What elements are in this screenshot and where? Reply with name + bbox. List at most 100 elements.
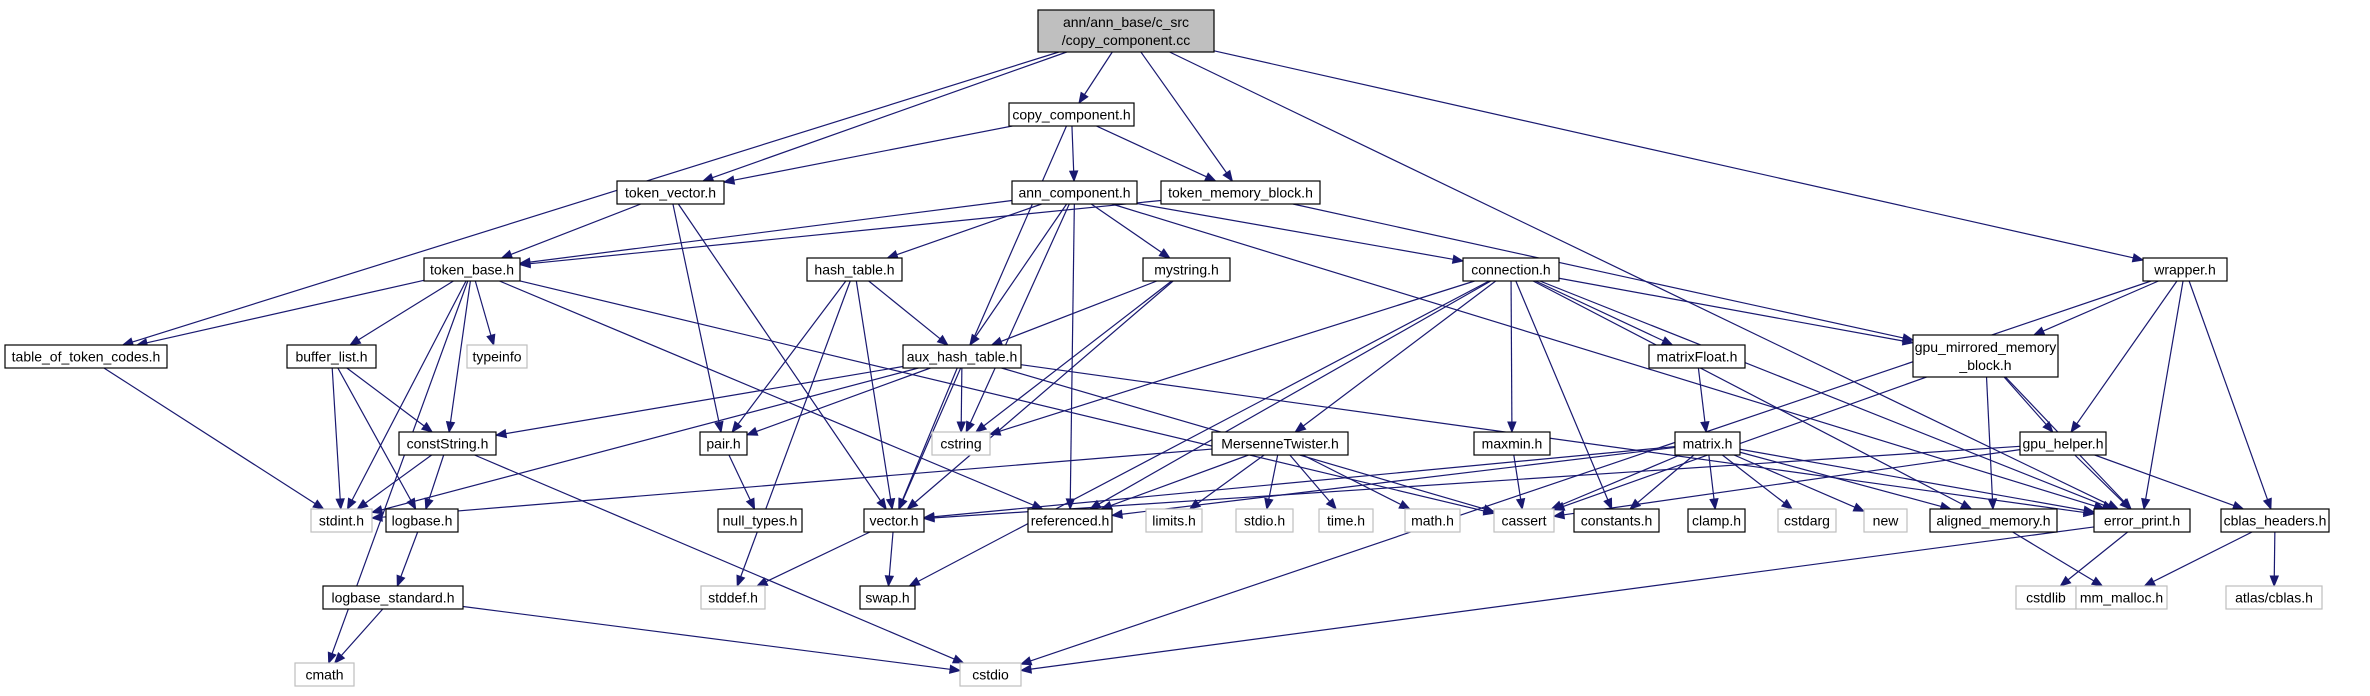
node-box (2075, 585, 2168, 610)
node-constString_h[interactable]: constString.h (398, 431, 497, 456)
edge-MersenneTwister_h-to-stdio_h (1264, 454, 1279, 511)
edge-mystring_h-to-cstring (974, 280, 1172, 433)
edge-line (381, 367, 919, 511)
node-table_of_token_codes_h[interactable]: table_of_token_codes.h (4, 344, 168, 369)
node-buffer_list_h[interactable]: buffer_list.h (286, 344, 377, 369)
edge-aux_hash_table_h-to-cstring (956, 367, 966, 434)
node-box (2093, 508, 2191, 533)
edge-line (728, 454, 751, 501)
node-label: token_vector.h (625, 185, 716, 201)
node-gpu_mirrored_memory_block_h[interactable]: gpu_mirrored_memory_block.h (1912, 334, 2059, 378)
node-referenced_h[interactable]: referenced.h (1027, 508, 1113, 533)
arrowhead-icon (1398, 500, 1411, 510)
node-label: mm_malloc.h (2080, 590, 2163, 606)
arrowhead-icon (2059, 575, 2072, 587)
arrowhead-icon (2090, 576, 2104, 587)
node-copy_component_cc[interactable]: ann/ann_base/c_src/copy_component.cc (1037, 9, 1215, 53)
node-label: gpu_helper.h (2023, 436, 2104, 452)
arrowhead-icon (518, 257, 532, 267)
node-label: error_print.h (2104, 513, 2180, 529)
node-token_memory_block_h[interactable]: token_memory_block.h (1160, 180, 1321, 205)
edge-line (1020, 364, 2085, 514)
node-box (466, 344, 528, 369)
node-maxmin_h[interactable]: maxmin.h (1473, 431, 1551, 456)
node-ann_component_h[interactable]: ann_component.h (1011, 180, 1138, 205)
node-matrixFloat_h[interactable]: matrixFloat.h (1648, 344, 1746, 369)
arrowhead-icon (1188, 498, 1202, 510)
edge-line (933, 445, 2021, 519)
edge-line (1169, 51, 2110, 506)
node-hash_table_h[interactable]: hash_table.h (806, 257, 903, 282)
node-cstring: cstring (931, 431, 991, 456)
node-cmath: cmath (294, 662, 355, 687)
node-aligned_memory_h[interactable]: aligned_memory.h (1929, 508, 2058, 533)
edge-line (337, 367, 412, 501)
arrowhead-icon (1158, 248, 1171, 259)
edge-error_print_h-to-cstdlib (2059, 531, 2129, 587)
node-label: cassert (1501, 513, 1546, 529)
node-error_print_h[interactable]: error_print.h (2093, 508, 2191, 533)
node-matrix_h[interactable]: matrix.h (1674, 431, 1741, 456)
node-clamp_h[interactable]: clamp.h (1687, 508, 1746, 533)
arrowhead-icon (736, 574, 746, 588)
node-box (310, 508, 373, 533)
edge-line (1739, 448, 2085, 511)
node-MersenneTwister_h[interactable]: MersenneTwister.h (1211, 431, 1349, 456)
node-box (717, 508, 803, 533)
node-time_h: time.h (1318, 508, 1374, 533)
node-aux_hash_table_h[interactable]: aux_hash_table.h (902, 344, 1022, 369)
edge-constString_h-to-cstdio (474, 454, 965, 664)
node-swap_h[interactable]: swap.h (859, 585, 916, 610)
node-label: /copy_component.cc (1062, 32, 1190, 48)
arrowhead-icon (333, 652, 346, 665)
edge-line (340, 608, 384, 656)
edge-line (1136, 202, 1454, 260)
edge-ann_component_h-to-mystring_h (1090, 203, 1171, 259)
node-box (1929, 508, 2058, 533)
node-copy_component_h[interactable]: copy_component.h (1008, 102, 1135, 127)
edge-line (960, 367, 963, 423)
node-box (1027, 508, 1113, 533)
node-constants_h[interactable]: constants.h (1573, 508, 1660, 533)
node-null_types_h[interactable]: null_types.h (717, 508, 803, 533)
edge-wrapper_h-to-error_print_h (2141, 280, 2184, 511)
edge-line (933, 445, 1676, 518)
edge-line (677, 203, 882, 502)
edge-ann_component_h-to-error_print_h (1111, 203, 2106, 511)
edge-line (1535, 280, 1664, 342)
node-label: ann/ann_base/c_src (1063, 14, 1189, 30)
node-cassert: cassert (1493, 508, 1555, 533)
node-connection_h[interactable]: connection.h (1462, 257, 1560, 282)
edge-line (1121, 446, 1676, 515)
node-label: stddef.h (708, 590, 758, 606)
arrowhead-icon (2141, 497, 2151, 511)
edge-matrix_h-to-referenced_h (1110, 446, 1676, 519)
node-wrapper_h[interactable]: wrapper.h (2142, 257, 2228, 282)
node-stddef_h: stddef.h (700, 585, 766, 610)
node-box (4, 344, 168, 369)
arrowhead-icon (898, 497, 908, 511)
node-math_h: math.h (1404, 508, 1461, 533)
node-box (859, 585, 916, 610)
node-cblas_headers_h[interactable]: cblas_headers.h (2220, 508, 2330, 533)
node-mystring_h[interactable]: mystring.h (1142, 257, 1231, 282)
arrowhead-icon (2131, 253, 2145, 263)
edge-line (351, 280, 467, 501)
edge-vector_h-to-stddef_h (755, 531, 871, 587)
node-token_vector_h[interactable]: token_vector.h (616, 180, 725, 205)
arrowhead-icon (2269, 575, 2280, 588)
node-vector_h[interactable]: vector.h (863, 508, 925, 533)
node-logbase_h[interactable]: logbase.h (385, 508, 459, 533)
arrowhead-icon (335, 498, 345, 511)
node-logbase_standard_h[interactable]: logbase_standard.h (322, 585, 464, 610)
edge-logbase_h-to-logbase_standard_h (396, 531, 419, 588)
node-token_base_h[interactable]: token_base.h (423, 257, 521, 282)
node-label: aux_hash_table.h (907, 349, 1018, 365)
node-gpu_helper_h[interactable]: gpu_helper.h (2019, 431, 2107, 456)
node-label: matrix.h (1683, 436, 1733, 452)
edge-line (1213, 50, 2134, 259)
edge-line (529, 199, 1013, 263)
node-box (1160, 180, 1321, 205)
node-pair_h[interactable]: pair.h (699, 431, 748, 456)
node-limits_h: limits.h (1145, 508, 1203, 533)
